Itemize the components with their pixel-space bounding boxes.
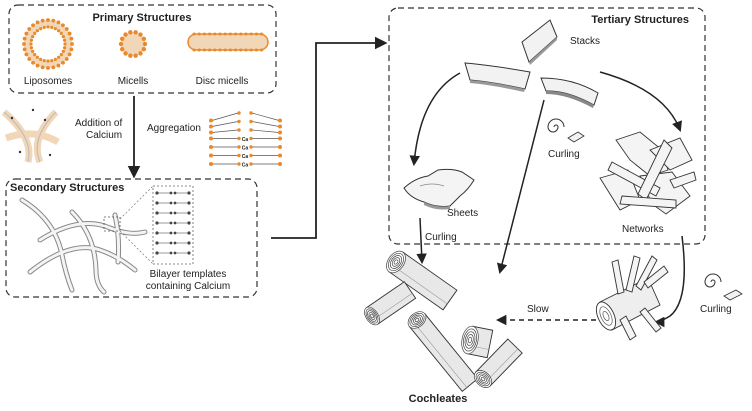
cochleates-illustration xyxy=(364,250,523,392)
calcium-fusion-illustration xyxy=(1,108,60,164)
primary-structures-box: Primary Structures Liposomes Micells Dis… xyxy=(8,4,277,94)
stacks-label: Stacks xyxy=(570,36,600,47)
cochleates-label: Cochleates xyxy=(409,393,468,405)
aggregation-label: Aggregation xyxy=(147,123,201,134)
svg-text:Ca: Ca xyxy=(242,154,249,160)
disc-micells-label: Disc micells xyxy=(196,76,249,87)
svg-text:Ca: Ca xyxy=(242,163,249,169)
fiber-tubes-illustration xyxy=(19,197,148,295)
arrow-stacks-to-networks xyxy=(599,71,682,132)
liposomes-label: Liposomes xyxy=(24,76,72,87)
slow-label: Slow xyxy=(527,304,549,315)
bilayer-templates-label-line2: containing Calcium xyxy=(146,281,231,292)
addition-of-calcium-label-line2: Calcium xyxy=(86,130,122,141)
disc-micelle-illustration xyxy=(187,32,269,52)
arrow-secondary-to-tertiary xyxy=(271,36,388,239)
curling-label-tertiary: Curling xyxy=(548,149,580,160)
curling-spiral-icon xyxy=(547,118,585,143)
svg-text:Ca: Ca xyxy=(242,146,249,152)
addition-of-calcium-label-line1: Addition of xyxy=(75,118,122,129)
sheets-illustration xyxy=(403,168,475,210)
micells-label: Micells xyxy=(118,76,149,87)
arrow-networks-to-bundle xyxy=(653,235,686,328)
curling-label-sheets: Curling xyxy=(425,232,457,243)
tertiary-structures-title: Tertiary Structures xyxy=(591,14,689,26)
networks-illustration xyxy=(599,131,697,215)
arrow-stacks-to-sheets xyxy=(409,72,461,167)
tertiary-structures-box: Tertiary Structures Stacks Curling Sheet… xyxy=(388,7,706,245)
bilayer-templates-label-line1: Bilayer templates xyxy=(150,269,227,280)
secondary-structures-title: Secondary Structures xyxy=(10,182,124,194)
secondary-structures-box: Secondary Structures Bil xyxy=(5,178,258,298)
networked-cochleate-bundle xyxy=(595,255,669,341)
primary-structures-title: Primary Structures xyxy=(92,12,191,24)
svg-text:Ca: Ca xyxy=(242,137,249,143)
bilayer-template-illustration xyxy=(155,191,191,255)
micelle-illustration xyxy=(118,30,148,58)
arrow-sheets-curling xyxy=(416,217,427,265)
arrow-stacks-to-cochleates xyxy=(496,99,545,275)
curling-spiral-icon-right xyxy=(704,273,743,301)
liposome-illustration xyxy=(22,18,74,70)
networks-label: Networks xyxy=(622,224,664,235)
sheets-label: Sheets xyxy=(447,208,478,219)
stacks-illustration xyxy=(464,19,599,108)
curling-label-right: Curling xyxy=(700,304,732,315)
